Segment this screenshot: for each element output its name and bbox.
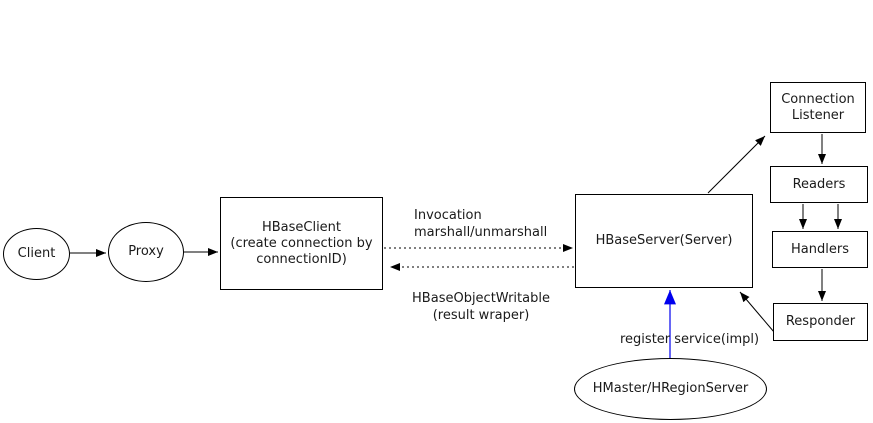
node-hbaseclient-line3: connectionID) bbox=[256, 251, 347, 267]
edge-label-hbase-object-writable-line2: (result wraper) bbox=[432, 308, 530, 323]
edge-label-hbase-object-writable-line1: HBaseObjectWritable bbox=[412, 291, 550, 306]
node-readers-label: Readers bbox=[792, 176, 846, 192]
node-proxy-label: Proxy bbox=[128, 244, 164, 259]
edge-label-invocation: Invocation marshall/unmarshall bbox=[414, 207, 547, 241]
node-responder: Responder bbox=[773, 303, 868, 341]
node-client-label: Client bbox=[17, 246, 56, 261]
node-connection-listener-line2: Listener bbox=[791, 107, 845, 123]
edge-label-invocation-line1: Invocation bbox=[414, 208, 482, 223]
node-proxy: Proxy bbox=[108, 222, 184, 282]
node-hbaseserver-label: HBaseServer(Server) bbox=[595, 233, 733, 248]
edge-responder-to-server bbox=[739, 291, 775, 333]
node-connection-listener: Connection Listener bbox=[770, 82, 866, 133]
node-hbaseclient: HBaseClient (create connection by connec… bbox=[220, 197, 383, 290]
node-responder-label: Responder bbox=[785, 314, 856, 329]
node-client: Client bbox=[3, 228, 70, 280]
edge-server-to-connection-listener bbox=[707, 135, 766, 194]
node-hbaseclient-line2: (create connection by bbox=[230, 235, 373, 251]
edge-label-register-service: register service(impl) bbox=[620, 332, 760, 347]
node-hmaster-hregionserver: HMaster/HRegionServer bbox=[574, 358, 767, 420]
node-hbaseclient-line1: HBaseClient bbox=[261, 219, 342, 235]
node-readers: Readers bbox=[770, 166, 868, 203]
node-hmaster-hregionserver-label: HMaster/HRegionServer bbox=[592, 381, 749, 396]
node-connection-listener-line1: Connection bbox=[781, 91, 855, 107]
edge-label-invocation-line2: marshall/unmarshall bbox=[414, 225, 548, 240]
node-hbaseserver: HBaseServer(Server) bbox=[575, 194, 753, 288]
edge-label-hbase-object-writable: HBaseObjectWritable (result wraper) bbox=[403, 290, 559, 324]
node-handlers-label: Handlers bbox=[791, 241, 849, 257]
node-handlers: Handlers bbox=[772, 231, 868, 268]
